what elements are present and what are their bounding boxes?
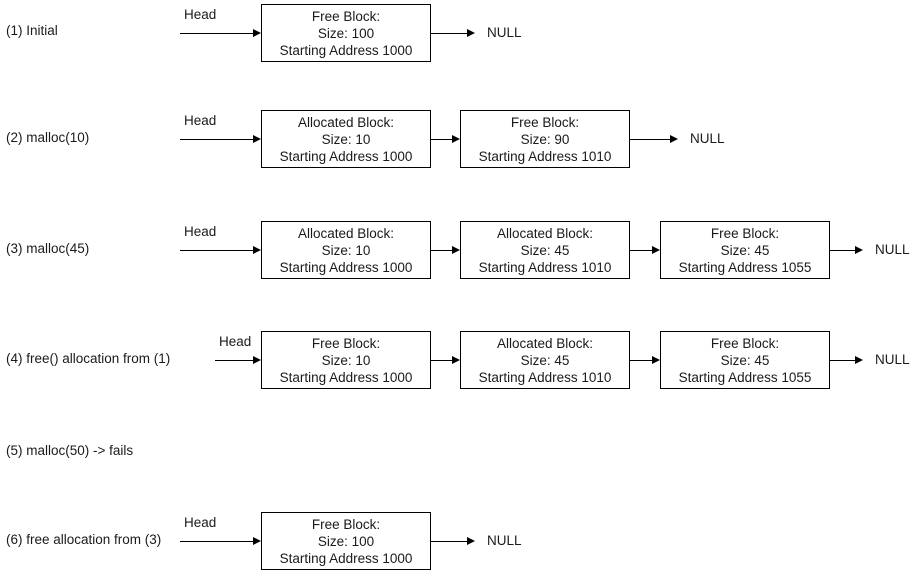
head-label: Head <box>184 7 217 22</box>
step-label: (6) free allocation from (3) <box>6 532 162 547</box>
null-terminator: NULL <box>875 242 910 257</box>
next-block-arrow-line <box>431 139 453 140</box>
null-arrow-line <box>830 250 856 251</box>
null-arrow-line <box>431 33 468 34</box>
block-size: Size: 45 <box>720 352 770 368</box>
head-arrow-head <box>253 355 261 364</box>
head-arrow-line <box>180 541 254 542</box>
head-arrow-line <box>180 33 254 34</box>
block-size: Size: 45 <box>520 352 570 368</box>
next-block-arrow-head <box>652 245 660 254</box>
block-kind: Allocated Block: <box>297 225 395 241</box>
block-size: Size: 10 <box>321 131 371 147</box>
null-terminator: NULL <box>690 131 725 146</box>
block-kind: Free Block: <box>710 335 780 351</box>
next-block-arrow-head <box>452 245 460 254</box>
head-arrow-head <box>253 134 261 143</box>
step-label: (2) malloc(10) <box>6 130 90 145</box>
block-address: Starting Address 1010 <box>478 148 612 164</box>
block-size: Size: 100 <box>317 533 375 549</box>
next-block-arrow-line <box>630 360 653 361</box>
head-label: Head <box>184 113 217 128</box>
null-arrow-line <box>830 360 856 361</box>
block-address: Starting Address 1055 <box>678 259 812 275</box>
block-kind: Allocated Block: <box>496 335 594 351</box>
block-address: Starting Address 1000 <box>279 550 413 566</box>
null-arrow-head <box>670 134 678 143</box>
block-size: Size: 45 <box>520 242 570 258</box>
next-block-arrow-line <box>431 360 453 361</box>
block-kind: Allocated Block: <box>297 114 395 130</box>
block-kind: Free Block: <box>311 8 381 24</box>
block-size: Size: 10 <box>321 242 371 258</box>
block-kind: Free Block: <box>311 516 381 532</box>
null-arrow-line <box>431 541 468 542</box>
null-arrow-head <box>467 28 475 37</box>
block-address: Starting Address 1010 <box>478 369 612 385</box>
null-arrow-line <box>630 139 671 140</box>
step-label: (3) malloc(45) <box>6 241 90 256</box>
head-arrow-line <box>180 139 254 140</box>
block-address: Starting Address 1000 <box>279 42 413 58</box>
next-block-arrow-line <box>431 250 453 251</box>
step-label: (4) free() allocation from (1) <box>6 351 171 366</box>
head-arrow-head <box>253 245 261 254</box>
head-label: Head <box>184 224 217 239</box>
null-terminator: NULL <box>487 25 522 40</box>
block-address: Starting Address 1000 <box>279 259 413 275</box>
null-arrow-head <box>855 355 863 364</box>
head-label: Head <box>219 334 252 349</box>
next-block-arrow-head <box>652 355 660 364</box>
block-kind: Allocated Block: <box>496 225 594 241</box>
null-terminator: NULL <box>487 533 522 548</box>
head-arrow-head <box>253 28 261 37</box>
block-size: Size: 100 <box>317 25 375 41</box>
next-block-arrow-head <box>452 355 460 364</box>
step-label: (1) Initial <box>6 23 58 38</box>
block-address: Starting Address 1000 <box>279 369 413 385</box>
block-kind: Free Block: <box>311 335 381 351</box>
head-arrow-line <box>180 250 254 251</box>
head-arrow-line <box>215 360 254 361</box>
null-arrow-head <box>467 536 475 545</box>
block-address: Starting Address 1000 <box>279 148 413 164</box>
null-arrow-head <box>855 245 863 254</box>
block-address: Starting Address 1010 <box>478 259 612 275</box>
null-terminator: NULL <box>875 352 910 367</box>
block-size: Size: 10 <box>321 352 371 368</box>
step-label: (5) malloc(50) -> fails <box>6 443 134 458</box>
next-block-arrow-line <box>630 250 653 251</box>
block-address: Starting Address 1055 <box>678 369 812 385</box>
head-arrow-head <box>253 536 261 545</box>
block-size: Size: 90 <box>520 131 570 147</box>
block-size: Size: 45 <box>720 242 770 258</box>
block-kind: Free Block: <box>510 114 580 130</box>
head-label: Head <box>184 515 217 530</box>
block-kind: Free Block: <box>710 225 780 241</box>
next-block-arrow-head <box>452 134 460 143</box>
